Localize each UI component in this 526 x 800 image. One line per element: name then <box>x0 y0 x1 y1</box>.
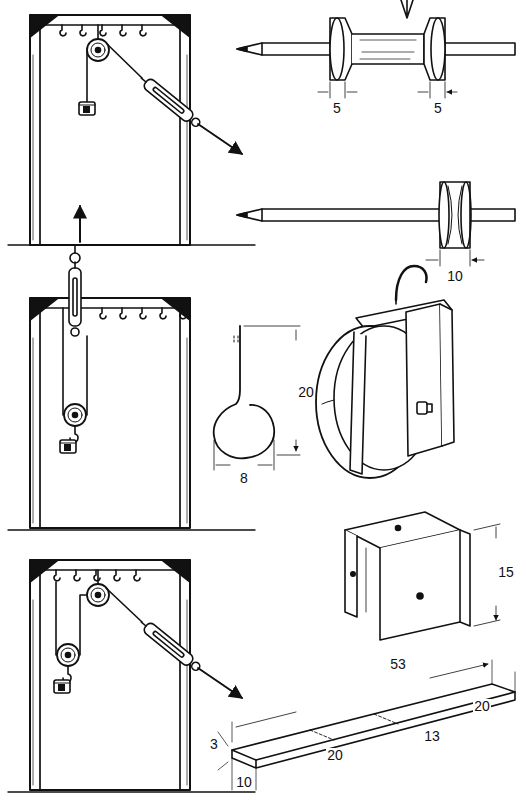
dimension-label: 20 <box>297 385 315 400</box>
dimension-label: 10 <box>446 269 464 284</box>
dimension-label: 3 <box>209 737 219 752</box>
dimension-label: 8 <box>239 471 249 486</box>
dimension-label: 20 <box>473 699 491 714</box>
dimension-label: 5 <box>433 101 443 116</box>
dimension-label: 5 <box>332 101 342 116</box>
dimension-label: 15 <box>497 565 515 580</box>
dimension-label: 10 <box>235 775 253 790</box>
dimension-label: 53 <box>389 657 407 672</box>
dimension-label: 20 <box>326 748 344 763</box>
dimension-label: 13 <box>423 729 441 744</box>
